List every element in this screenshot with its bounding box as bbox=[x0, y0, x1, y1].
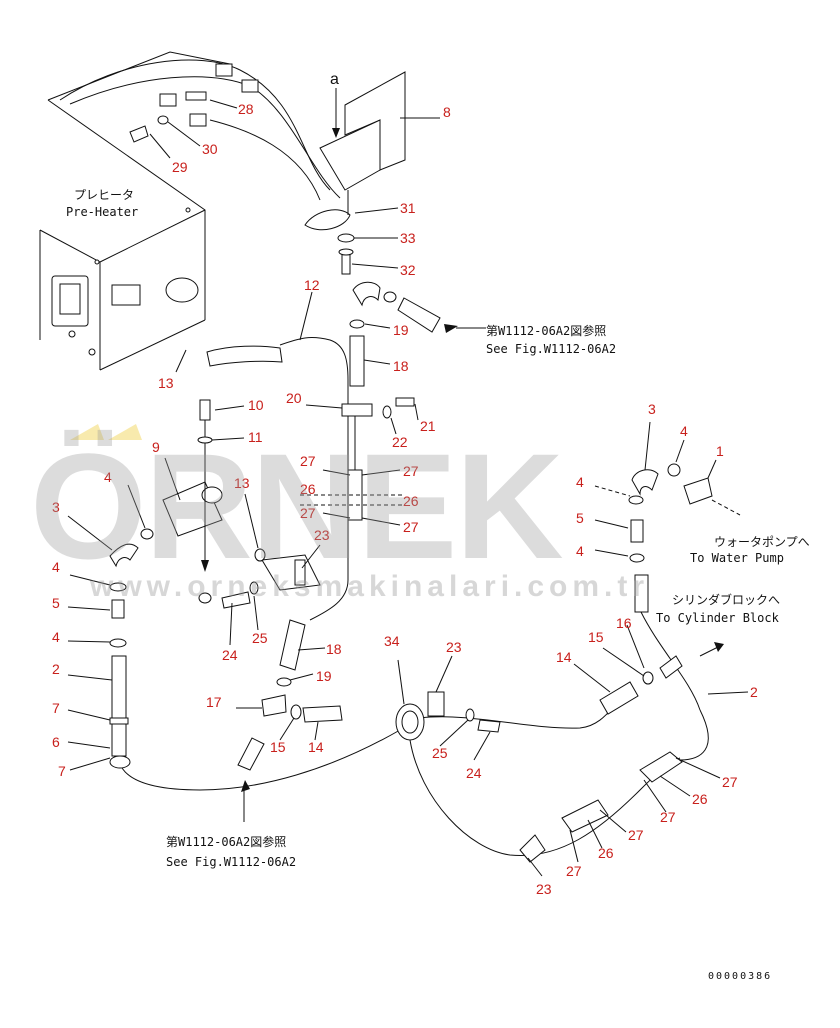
callout-13: 13 bbox=[158, 375, 174, 391]
callout-18: 18 bbox=[393, 358, 409, 374]
callout-6: 6 bbox=[52, 734, 60, 750]
left-pipe bbox=[109, 582, 401, 791]
callout-3: 3 bbox=[648, 401, 656, 417]
callout-23: 23 bbox=[536, 881, 552, 897]
callout-2: 2 bbox=[52, 661, 60, 677]
callout-15: 15 bbox=[270, 739, 286, 755]
callout-18: 18 bbox=[326, 641, 342, 657]
watermark-url: www.orneksmakinalari.com.tr bbox=[89, 570, 649, 603]
callout-13: 13 bbox=[234, 475, 250, 491]
callout-29: 29 bbox=[172, 159, 188, 175]
callout-24: 24 bbox=[466, 765, 482, 781]
callout-4: 4 bbox=[576, 543, 584, 559]
callout-4: 4 bbox=[52, 629, 60, 645]
see-fig-bottom-jp: 第W1112-06A2図参照 bbox=[166, 834, 286, 849]
callout-27: 27 bbox=[300, 453, 316, 469]
callout-30: 30 bbox=[202, 141, 218, 157]
callout-27: 27 bbox=[660, 809, 676, 825]
callout-26: 26 bbox=[598, 845, 614, 861]
callout-7: 7 bbox=[52, 700, 60, 716]
callout-14: 14 bbox=[556, 649, 572, 665]
callout-26: 26 bbox=[403, 493, 419, 509]
callout-31: 31 bbox=[400, 200, 416, 216]
callout-25: 25 bbox=[252, 630, 268, 646]
bracket-8 bbox=[319, 71, 406, 275]
pre-heater-unit bbox=[39, 51, 231, 371]
callout-32: 32 bbox=[400, 262, 416, 278]
callout-27: 27 bbox=[628, 827, 644, 843]
preheater-en-note: Pre-Heater bbox=[66, 205, 138, 219]
cyl-block-en: To Cylinder Block bbox=[656, 611, 780, 625]
callout-27: 27 bbox=[722, 774, 738, 790]
water-pump-jp: ウォータポンプへ bbox=[714, 535, 810, 549]
callout-27: 27 bbox=[566, 863, 582, 879]
notes: プレヒータ Pre-Heater 第W1112-06A2図参照 See Fig.… bbox=[66, 188, 810, 982]
callout-21: 21 bbox=[420, 418, 436, 434]
callout-1: 1 bbox=[716, 443, 724, 459]
hose-assembly bbox=[206, 281, 486, 671]
callout-19: 19 bbox=[393, 322, 409, 338]
callout-4: 4 bbox=[104, 469, 112, 485]
callout-4: 4 bbox=[52, 559, 60, 575]
view-label-a: a bbox=[330, 71, 339, 88]
callout-27: 27 bbox=[403, 519, 419, 535]
callout-22: 22 bbox=[392, 434, 408, 450]
callout-17: 17 bbox=[206, 694, 222, 710]
callout-23: 23 bbox=[314, 527, 330, 543]
callout-27: 27 bbox=[300, 505, 316, 521]
callout-33: 33 bbox=[400, 230, 416, 246]
callout-2: 2 bbox=[750, 684, 758, 700]
callout-20: 20 bbox=[286, 390, 302, 406]
drawing-code: 00000386 bbox=[708, 971, 772, 982]
callout-5: 5 bbox=[52, 595, 60, 611]
callout-28: 28 bbox=[238, 101, 254, 117]
preheater-jp-note: プレヒータ bbox=[74, 188, 134, 202]
callout-11: 11 bbox=[248, 429, 263, 445]
water-pump-en: To Water Pump bbox=[690, 551, 784, 565]
callout-26: 26 bbox=[692, 791, 708, 807]
watermark: ÖRNEK www.orneksmakinalari.com.tr bbox=[30, 422, 649, 603]
callout-19: 19 bbox=[316, 668, 332, 684]
callout-4: 4 bbox=[680, 423, 688, 439]
callout-14: 14 bbox=[308, 739, 324, 755]
callout-4: 4 bbox=[576, 474, 584, 490]
leader-lines bbox=[67, 99, 749, 877]
cyl-block-jp: シリンダブロックへ bbox=[672, 592, 780, 607]
callout-7: 7 bbox=[58, 763, 66, 779]
callout-8: 8 bbox=[443, 104, 451, 120]
callout-24: 24 bbox=[222, 647, 238, 663]
callout-27: 27 bbox=[403, 463, 419, 479]
callout-3: 3 bbox=[52, 499, 60, 515]
callout-12: 12 bbox=[304, 277, 320, 293]
callout-34: 34 bbox=[384, 633, 400, 649]
see-fig-bottom-en: See Fig.W1112-06A2 bbox=[166, 855, 296, 869]
lower-hoses bbox=[237, 642, 724, 863]
wire-harness bbox=[59, 59, 351, 231]
callout-15: 15 bbox=[588, 629, 604, 645]
right-column-parts bbox=[628, 463, 741, 711]
see-fig-top-jp: 第W1112-06A2図参照 bbox=[486, 323, 606, 338]
callout-labels: 28 30 29 8 31 33 32 12 19 18 13 20 21 22… bbox=[52, 101, 758, 897]
see-fig-top-en: See Fig.W1112-06A2 bbox=[486, 342, 616, 356]
callout-25: 25 bbox=[432, 745, 448, 761]
callout-5: 5 bbox=[576, 510, 584, 526]
callout-16: 16 bbox=[616, 615, 632, 631]
watermark-brand: ÖRNEK bbox=[30, 422, 562, 590]
callout-10: 10 bbox=[248, 397, 264, 413]
callout-9: 9 bbox=[152, 439, 160, 455]
callout-26: 26 bbox=[300, 481, 316, 497]
callout-23: 23 bbox=[446, 639, 462, 655]
